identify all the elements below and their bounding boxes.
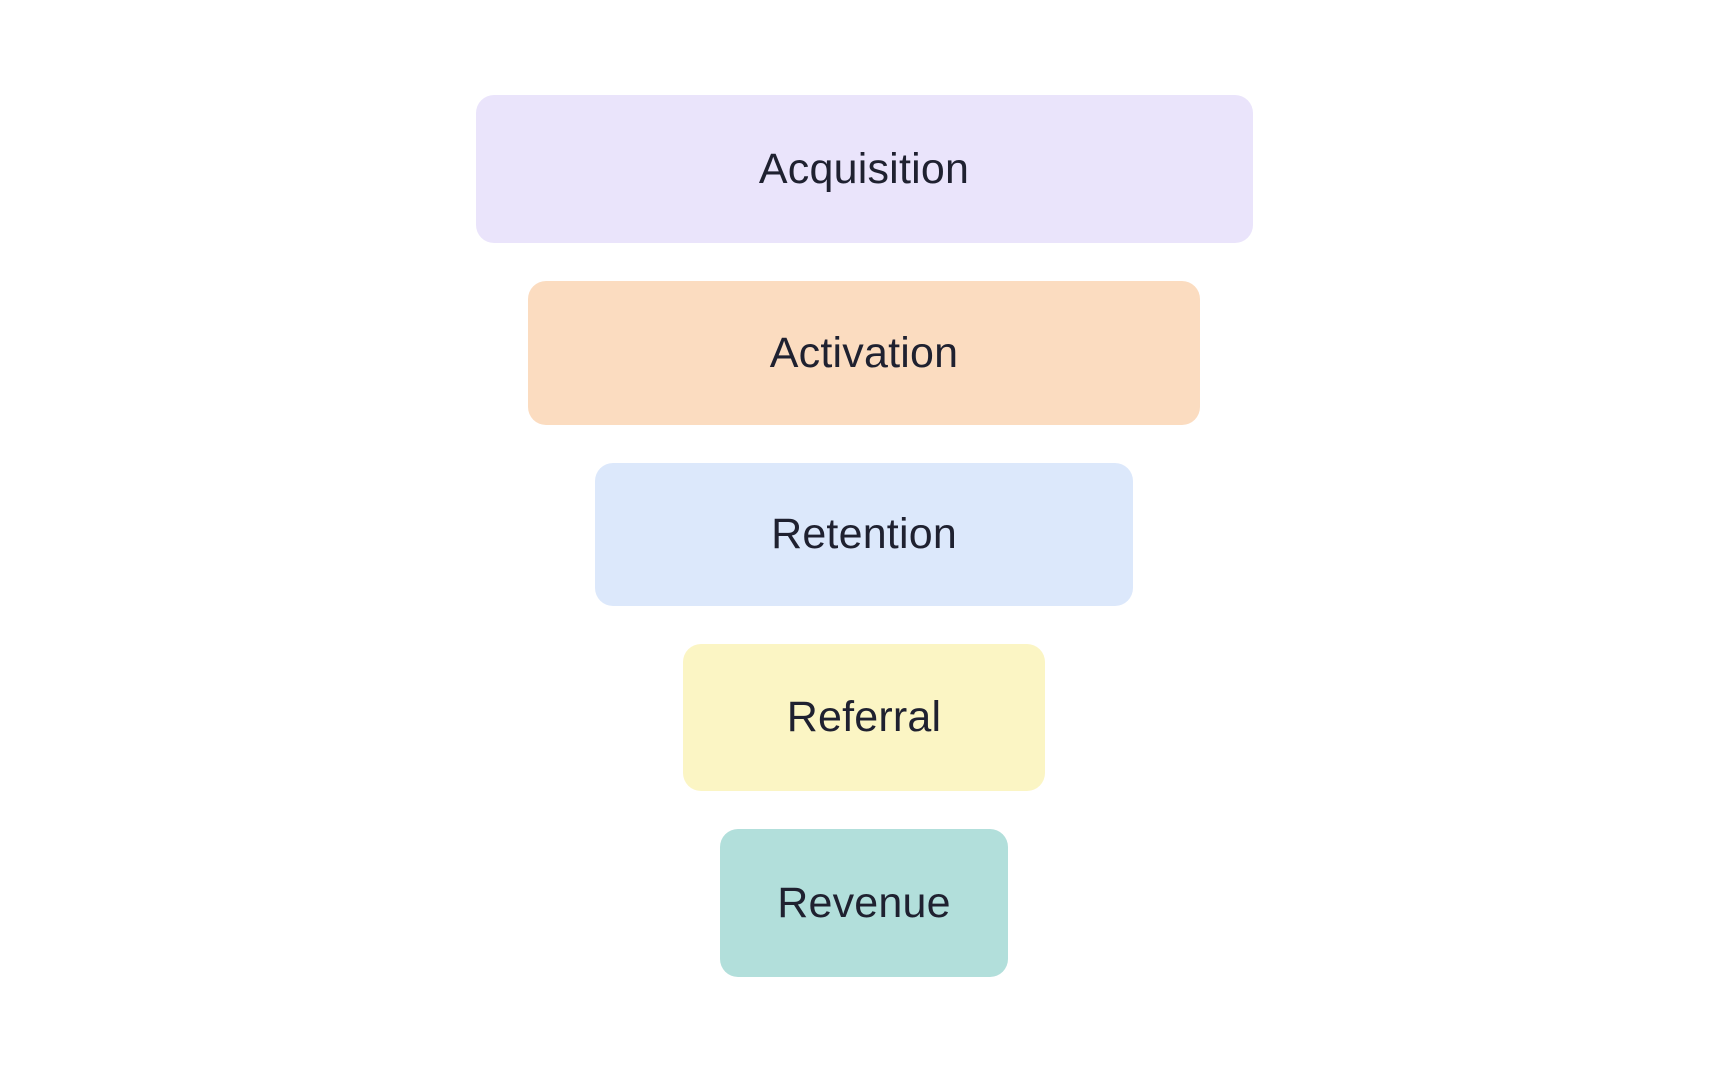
funnel-stage-label: Referral xyxy=(786,693,942,741)
funnel-stage-label: Revenue xyxy=(777,878,951,927)
funnel-stage-label: Activation xyxy=(769,328,959,377)
funnel-stage-list: Acquisition Activation Retention Referra… xyxy=(0,95,1728,977)
funnel-stage-acquisition[interactable]: Acquisition xyxy=(475,95,1253,243)
funnel-stage-label: Acquisition xyxy=(758,144,970,193)
funnel-stage-revenue[interactable]: Revenue xyxy=(720,829,1008,977)
funnel-stage-label: Retention xyxy=(771,510,957,558)
funnel-stage-activation[interactable]: Activation xyxy=(528,281,1200,425)
funnel-stage-referral[interactable]: Referral xyxy=(683,644,1045,791)
funnel-stage-retention[interactable]: Retention xyxy=(595,463,1133,606)
